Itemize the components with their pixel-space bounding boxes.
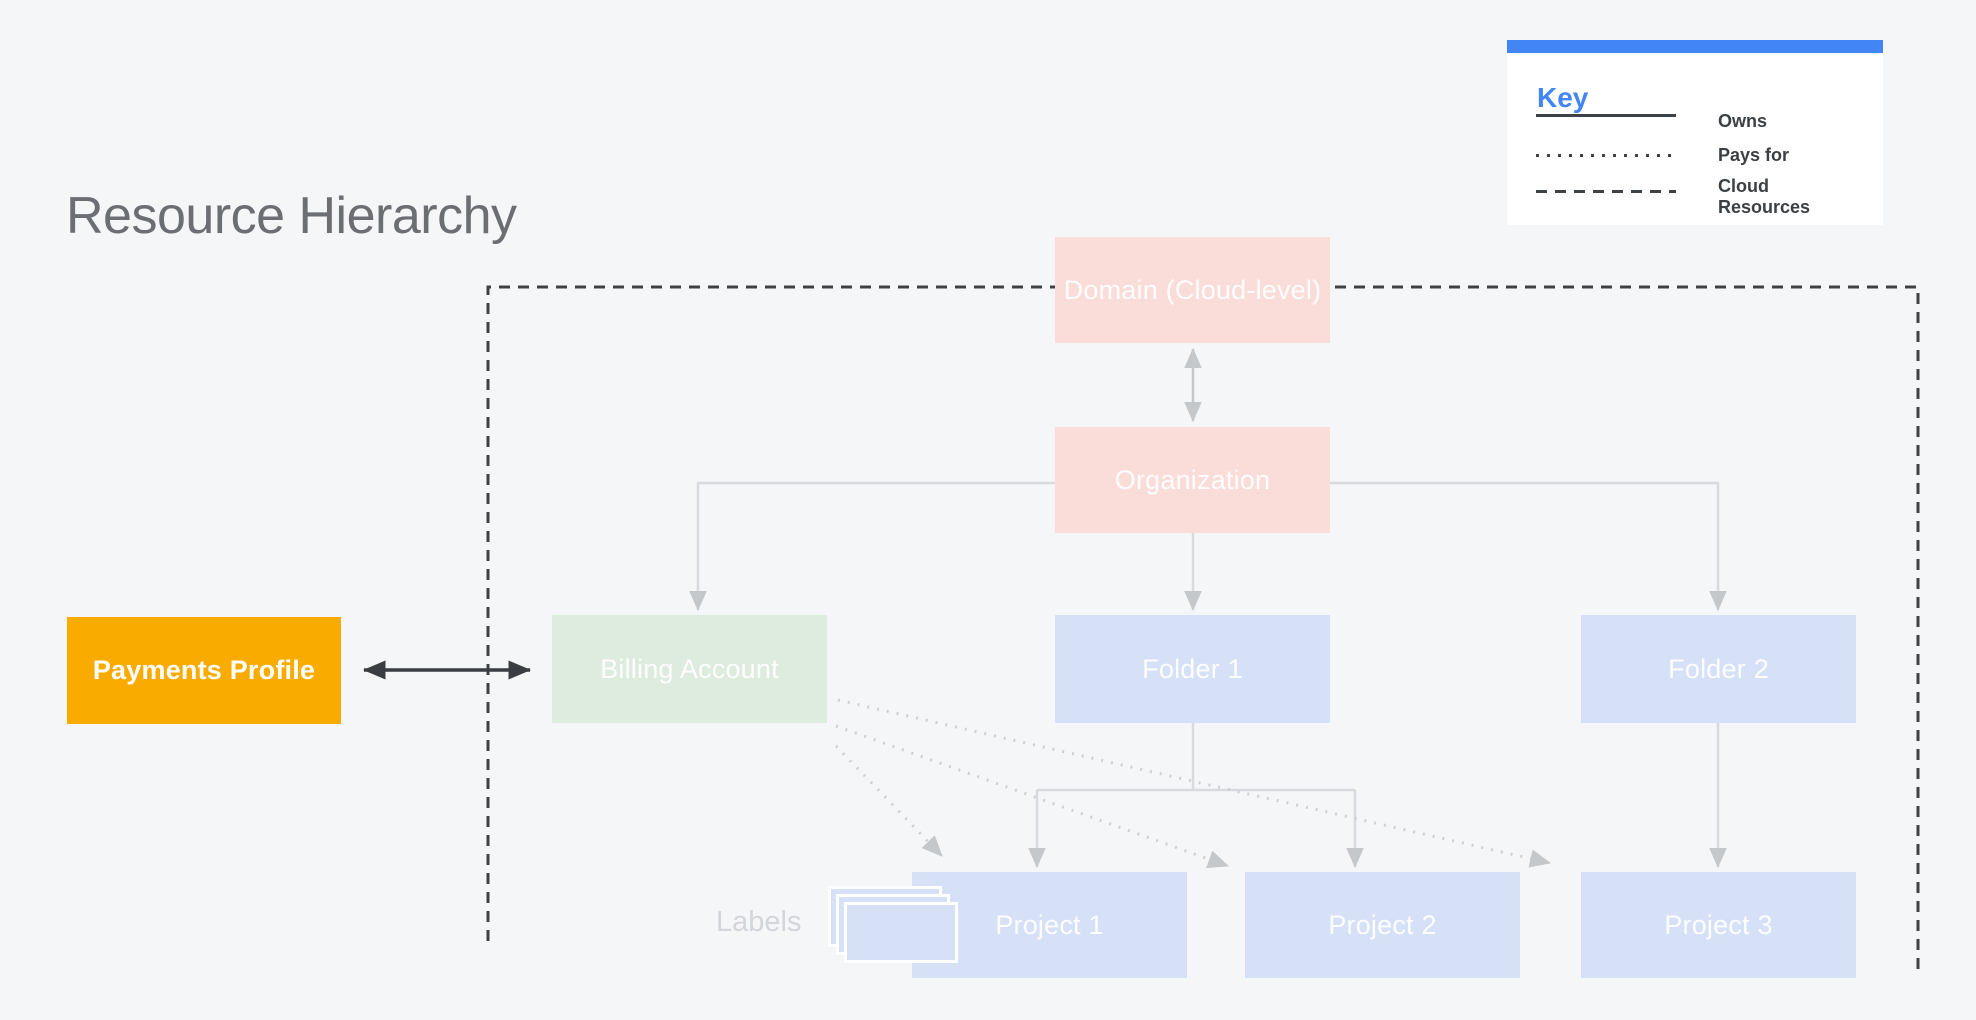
- node-folder-1: Folder 1: [1055, 615, 1330, 723]
- edge-billing-pays-project3: [837, 698, 1552, 868]
- node-project-3: Project 3: [1581, 872, 1856, 978]
- labels-caption: Labels: [716, 906, 802, 938]
- node-project-2-label: Project 2: [1328, 909, 1437, 940]
- node-payments-profile-label: Payments Profile: [92, 655, 316, 685]
- legend-owns-line-sample: [1536, 114, 1676, 117]
- node-folder-2-label: Folder 2: [1668, 653, 1769, 684]
- node-domain: Domain (Cloud-level): [1055, 237, 1330, 343]
- labels-stack-icon: [844, 902, 958, 963]
- legend-cloud-resources-line-sample: [1536, 190, 1676, 193]
- legend-card: Key Owns Pays for Cloud Resources: [1507, 40, 1883, 225]
- node-folder-1-label: Folder 1: [1142, 653, 1243, 684]
- edge-billing-pays-project2: [835, 724, 1229, 868]
- legend-cloud-resources-label: Cloud Resources: [1718, 176, 1811, 217]
- node-organization-label: Organization: [1114, 464, 1271, 495]
- legend-accent-bar: [1507, 40, 1883, 53]
- node-billing-account-label: Billing Account: [600, 653, 779, 684]
- node-organization: Organization: [1055, 427, 1330, 533]
- page-title: Resource Hierarchy: [66, 187, 517, 245]
- node-billing-account: Billing Account: [552, 615, 827, 723]
- edge-organization-billing: [689, 481, 1055, 611]
- legend-owns-label: Owns: [1718, 111, 1768, 131]
- edge-folder1-branch: [1037, 723, 1355, 792]
- node-payments-profile: Payments Profile: [67, 617, 341, 724]
- node-project-2: Project 2: [1245, 872, 1520, 978]
- legend-pays-for-line-sample: [1536, 154, 1676, 157]
- legend-pays-for-label: Pays for: [1718, 145, 1790, 165]
- legend-title: Key: [1537, 82, 1589, 113]
- node-domain-label: Domain (Cloud-level): [1063, 274, 1322, 305]
- edge-organization-folder2: [1330, 481, 1727, 611]
- edge-billing-pays-project1: [834, 744, 944, 858]
- node-project-1-label: Project 1: [995, 909, 1104, 940]
- node-project-3-label: Project 3: [1664, 909, 1773, 940]
- node-folder-2: Folder 2: [1581, 615, 1856, 723]
